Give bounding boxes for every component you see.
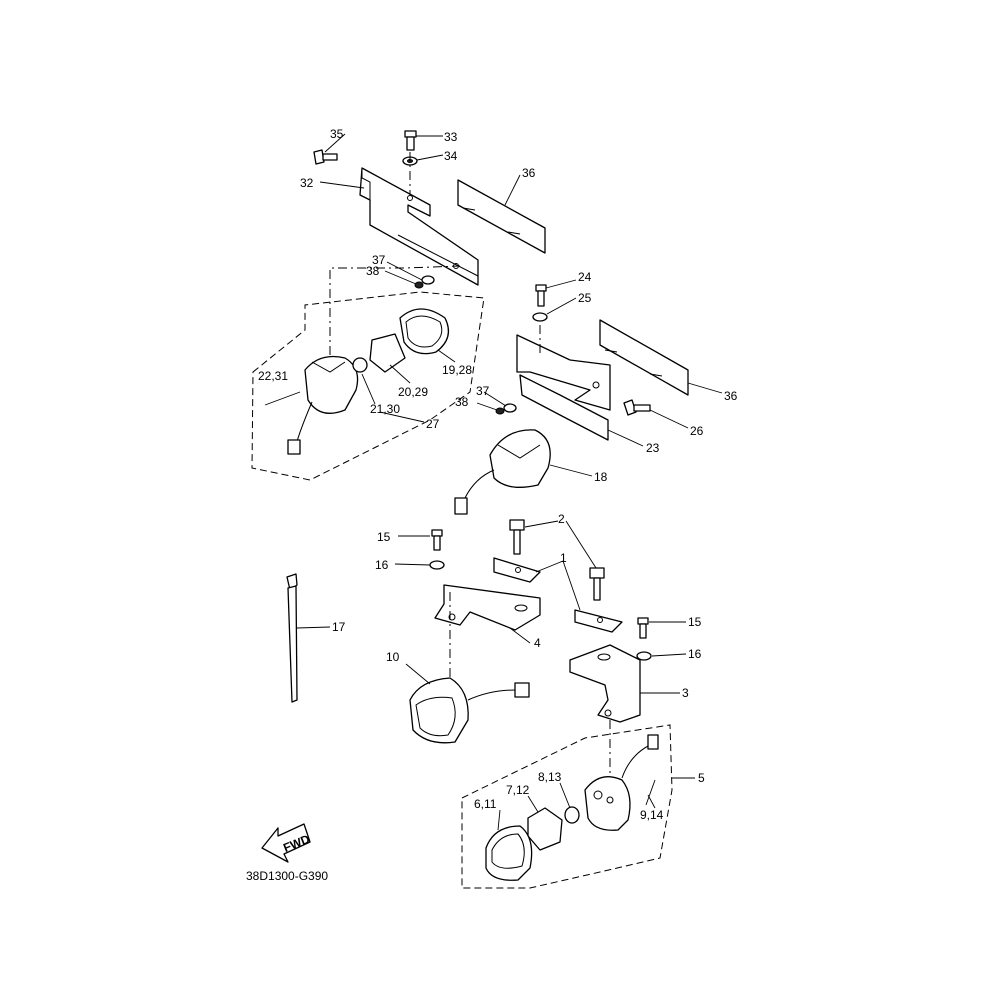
front-flasher-10 <box>409 677 530 744</box>
taillight-18 <box>454 429 551 515</box>
callout-9-14: 9,14 <box>640 808 664 822</box>
fwd-arrow-icon: FWD <box>261 823 312 863</box>
callout-16-right: 16 <box>688 647 702 661</box>
taillight-assembly-box <box>251 291 485 481</box>
callout-24: 24 <box>578 270 592 284</box>
callout-7-12: 7,12 <box>506 783 530 797</box>
callout-10: 10 <box>386 650 400 664</box>
callout-20-29: 20,29 <box>398 385 428 399</box>
callout-1: 1 <box>560 551 567 565</box>
callout-37-upper: 37 <box>372 253 386 267</box>
callout-26: 26 <box>690 424 704 438</box>
callout-16-left: 16 <box>375 558 389 572</box>
flasher-assembly-box <box>461 724 673 889</box>
callout-22-31: 22,31 <box>258 369 288 383</box>
callout-6-11: 6,11 <box>474 797 497 811</box>
callout-35: 35 <box>330 127 344 141</box>
cable-tie-17 <box>286 573 298 703</box>
callout-15-left: 15 <box>377 530 391 544</box>
callout-32: 32 <box>300 176 314 190</box>
callout-18: 18 <box>594 470 608 484</box>
callout-33: 33 <box>444 130 458 144</box>
callout-23: 23 <box>646 441 660 455</box>
license-bracket-upper <box>313 130 546 289</box>
drawing-code: 38D1300-G390 <box>246 869 328 883</box>
flasher-assembly <box>485 734 659 881</box>
front-flasher-bracket-right <box>569 567 652 723</box>
callout-4: 4 <box>534 636 541 650</box>
callout-36-upper: 36 <box>522 166 536 180</box>
callout-3: 3 <box>682 686 689 700</box>
callout-21-30: 21,30 <box>370 402 400 416</box>
callout-38-upper: 38 <box>366 264 380 278</box>
callout-19-28: 19,28 <box>442 363 472 377</box>
callout-38-lower: 38 <box>455 395 469 409</box>
callout-labels: 35 33 34 32 36 37 38 24 25 22,31 19,28 2… <box>246 127 738 883</box>
callout-34: 34 <box>444 149 458 163</box>
leader-lines <box>296 133 723 831</box>
callout-37-lower: 37 <box>476 384 490 398</box>
taillight-assembly <box>264 308 450 455</box>
license-bracket-lower <box>495 284 689 441</box>
front-flasher-bracket-left <box>429 519 541 631</box>
callout-5: 5 <box>698 771 705 785</box>
callout-8-13: 8,13 <box>538 770 562 784</box>
callout-17: 17 <box>332 620 346 634</box>
callout-25: 25 <box>578 291 592 305</box>
callout-36-lower: 36 <box>724 389 738 403</box>
callout-2: 2 <box>558 512 565 526</box>
callout-15-right: 15 <box>688 615 702 629</box>
callout-27: 27 <box>426 417 440 431</box>
